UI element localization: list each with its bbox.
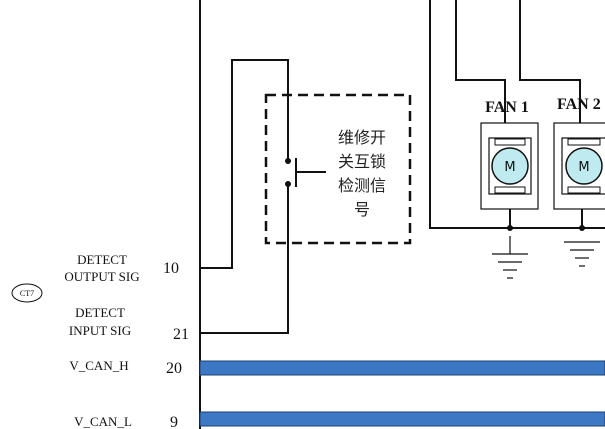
fan1-feed-wire bbox=[455, 0, 506, 123]
pin-10: 10 bbox=[163, 260, 179, 277]
can-high-bus bbox=[199, 360, 605, 376]
fan2-motor-letter: M bbox=[578, 160, 589, 175]
fan2-title: FAN 2 bbox=[557, 96, 601, 113]
fan2-feed-wire bbox=[519, 0, 581, 123]
ground-1-icon bbox=[492, 236, 528, 279]
fan1-title: FAN 1 bbox=[485, 99, 529, 116]
pin-20: 20 bbox=[166, 360, 182, 377]
ground-return-wire bbox=[429, 0, 605, 229]
signal-detect-output-line1: DETECT bbox=[77, 252, 127, 267]
detect-input-wire bbox=[200, 185, 289, 334]
connector-badge: CT7 bbox=[11, 283, 43, 303]
signal-detect-input-line1: DETECT bbox=[75, 305, 125, 320]
signal-v-can-h: V_CAN_H bbox=[69, 358, 128, 373]
interlock-label-line4: 号 bbox=[354, 200, 370, 219]
interlock-dashed-box bbox=[264, 93, 412, 245]
interlock-label-line2: 关互锁 bbox=[338, 152, 386, 171]
pin-21: 21 bbox=[173, 326, 189, 343]
connector-label: CT7 bbox=[20, 289, 34, 298]
fan1-motor-icon bbox=[491, 147, 529, 185]
can-low-bus bbox=[199, 411, 605, 427]
fan1-motor-letter: M bbox=[504, 160, 515, 175]
fan2-unit: FAN 2 M bbox=[553, 96, 605, 231]
signal-v-can-l: V_CAN_L bbox=[74, 414, 132, 429]
detect-output-wire bbox=[200, 59, 289, 269]
interlock-label-line1: 维修开 bbox=[338, 128, 386, 147]
signal-detect-input-line2: INPUT SIG bbox=[69, 323, 131, 338]
ground-2-icon bbox=[564, 241, 600, 267]
fan1-unit: FAN 1 M bbox=[480, 99, 539, 231]
signal-detect-output-line2: OUTPUT SIG bbox=[64, 269, 139, 284]
fan2-motor-icon bbox=[565, 147, 603, 185]
interlock-label-line3: 检测信 bbox=[338, 176, 386, 195]
pin-9: 9 bbox=[170, 414, 178, 429]
interlock-switch bbox=[285, 158, 326, 187]
